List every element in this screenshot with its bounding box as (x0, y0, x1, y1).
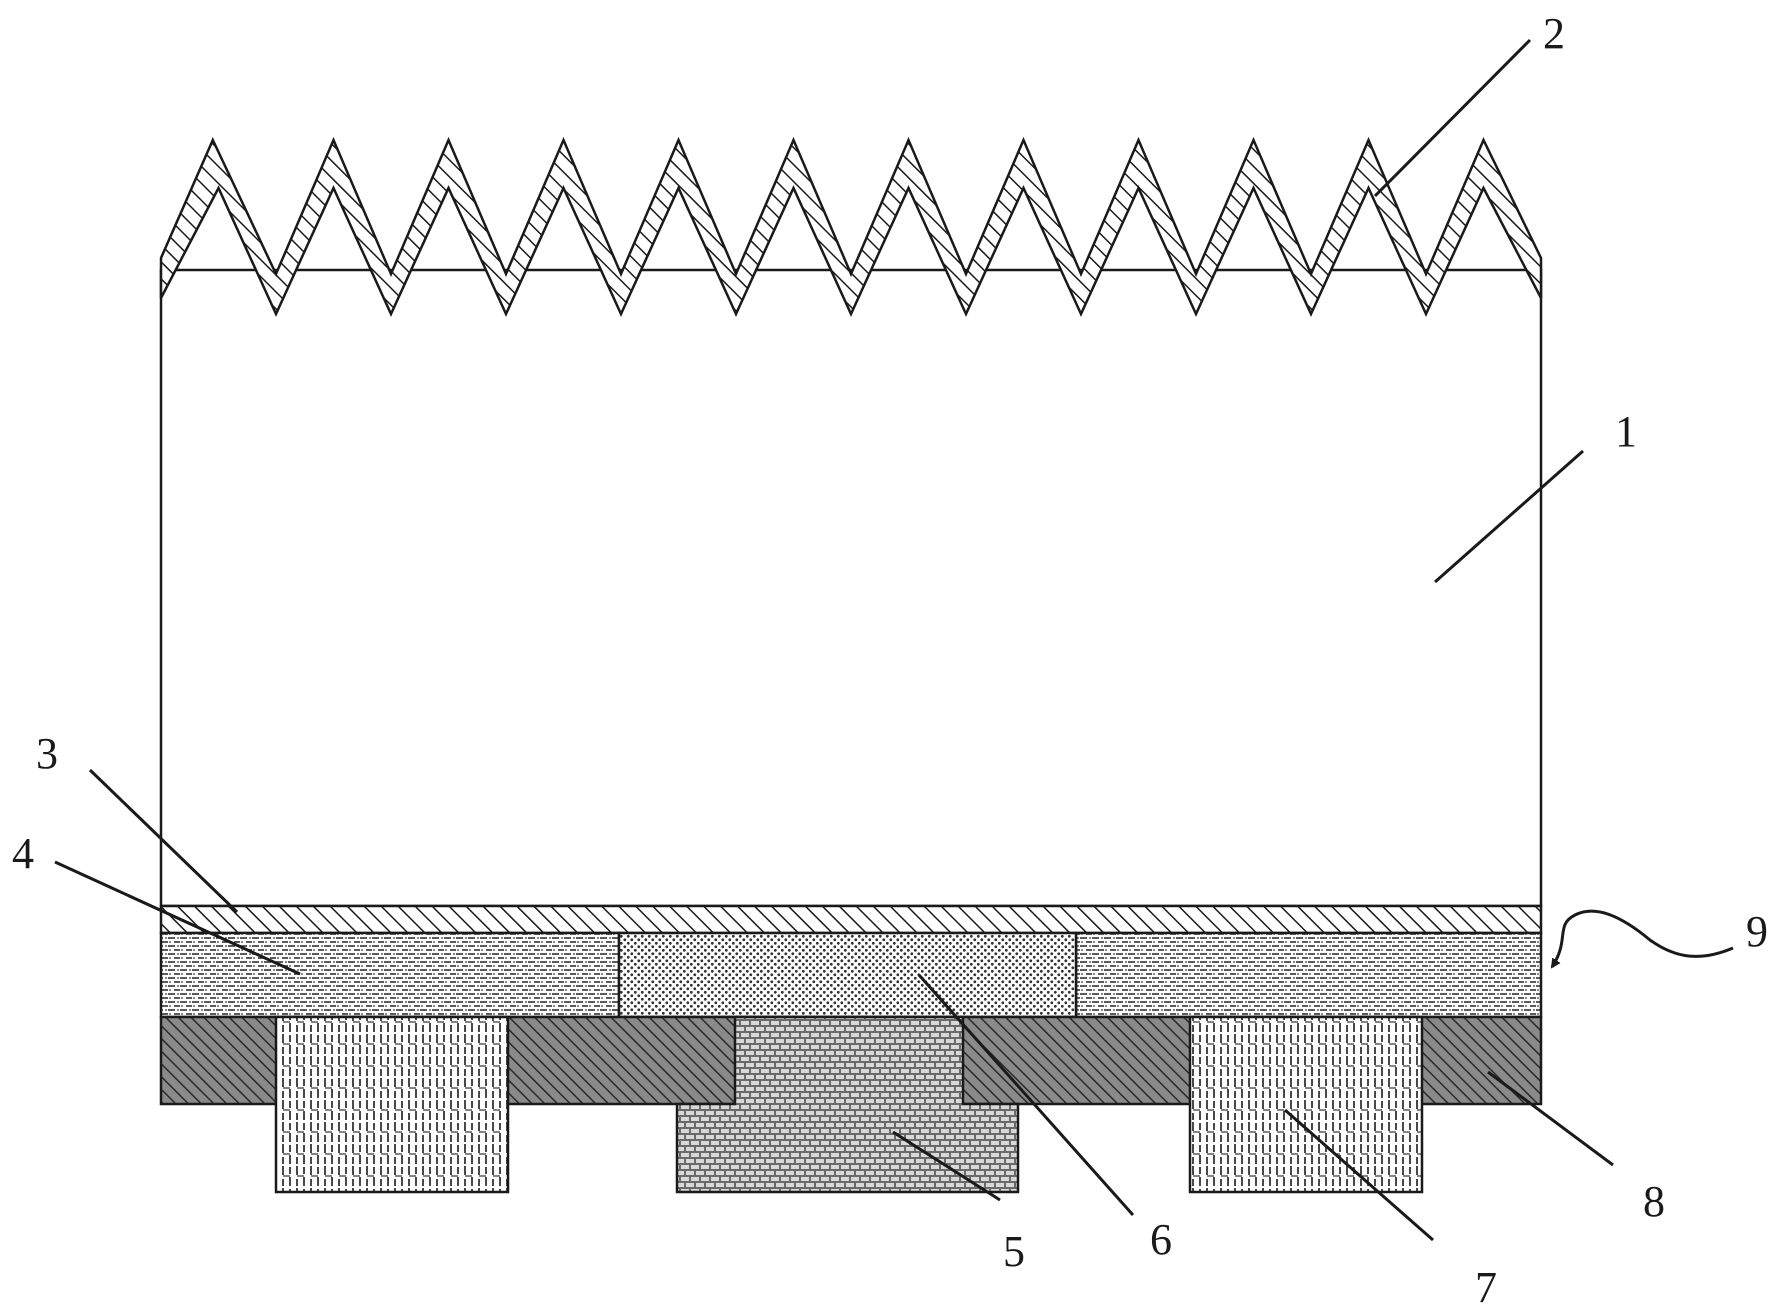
layer-7-left-electrode (274, 1015, 510, 1194)
callout-label-7: 7 (1475, 1263, 1497, 1312)
layer-4-left-region (159, 931, 621, 1019)
callout-label-3: 3 (36, 729, 58, 778)
callout-label-4: 4 (12, 829, 34, 878)
layer-1-substrate (159, 268, 1543, 908)
callout-label-2: 2 (1543, 9, 1565, 58)
leader-line-3 (88, 768, 239, 914)
layer-7-right-electrode (1188, 1015, 1424, 1194)
leader-line-5 (892, 1130, 1001, 1202)
callout-label-1: 1 (1615, 407, 1637, 456)
layer-4-right-region (1074, 931, 1543, 1019)
callout-label-6: 6 (1150, 1215, 1172, 1264)
leader-arrow-9 (1550, 909, 1734, 969)
leader-line-8 (1487, 1070, 1614, 1167)
leader-line-1 (1434, 449, 1584, 584)
leader-line-4 (54, 860, 301, 976)
layer-6-center-region (617, 931, 1078, 1019)
leader-line-2 (1373, 38, 1532, 198)
layer-3-film (159, 904, 1543, 935)
leader-line-6 (917, 974, 1135, 1216)
callout-label-9: 9 (1746, 907, 1768, 956)
callout-label-5: 5 (1003, 1227, 1025, 1276)
layer-5-center-electrode (675, 1015, 1020, 1194)
leader-line-7 (1284, 1108, 1434, 1242)
layer-2-textured-surface (159, 136, 1543, 318)
callout-label-8: 8 (1643, 1177, 1665, 1226)
